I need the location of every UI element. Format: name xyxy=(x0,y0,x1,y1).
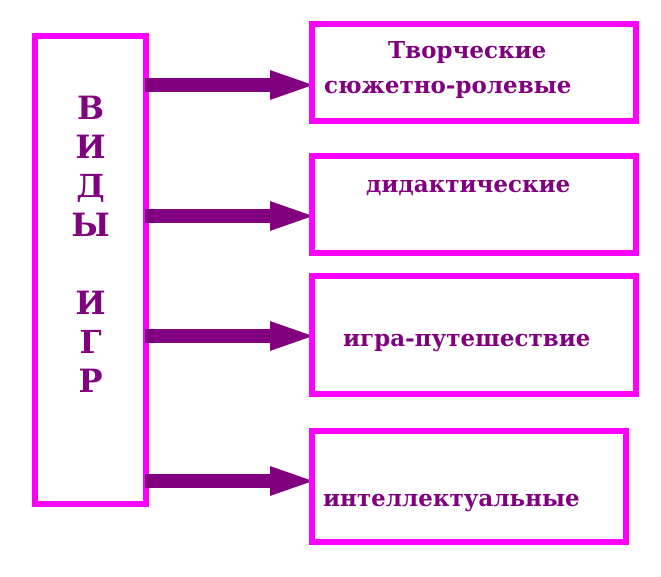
type-label: сюжетно-ролевые xyxy=(324,72,572,99)
root-letter: И xyxy=(75,284,106,322)
type-box-travel: игра-путешествие xyxy=(309,273,639,397)
type-box-didactic: дидактические xyxy=(309,153,639,256)
arrow-right-icon xyxy=(145,70,313,100)
arrow-right-icon xyxy=(145,466,313,496)
root-letter-gap xyxy=(38,245,143,284)
root-letter: И xyxy=(75,128,106,166)
type-label: Творческие xyxy=(388,37,547,64)
root-letter: Д xyxy=(76,167,105,205)
type-label: дидактические xyxy=(366,171,571,198)
root-letter: Ы xyxy=(71,206,110,244)
type-label: игра-путешествие xyxy=(343,325,591,352)
root-box: В И Д Ы И Г Р xyxy=(32,33,149,507)
arrow-right-icon xyxy=(145,321,313,351)
root-label: В И Д Ы И Г Р xyxy=(38,89,143,401)
root-letter: Р xyxy=(78,362,103,400)
root-letter: Г xyxy=(79,323,102,361)
type-box-creative: Творческие сюжетно-ролевые xyxy=(309,21,639,124)
arrow-right-icon xyxy=(145,201,313,231)
type-label: интеллектуальные xyxy=(323,485,580,512)
root-letter: В xyxy=(76,89,105,127)
type-box-intellectual: интеллектуальные xyxy=(309,428,629,545)
